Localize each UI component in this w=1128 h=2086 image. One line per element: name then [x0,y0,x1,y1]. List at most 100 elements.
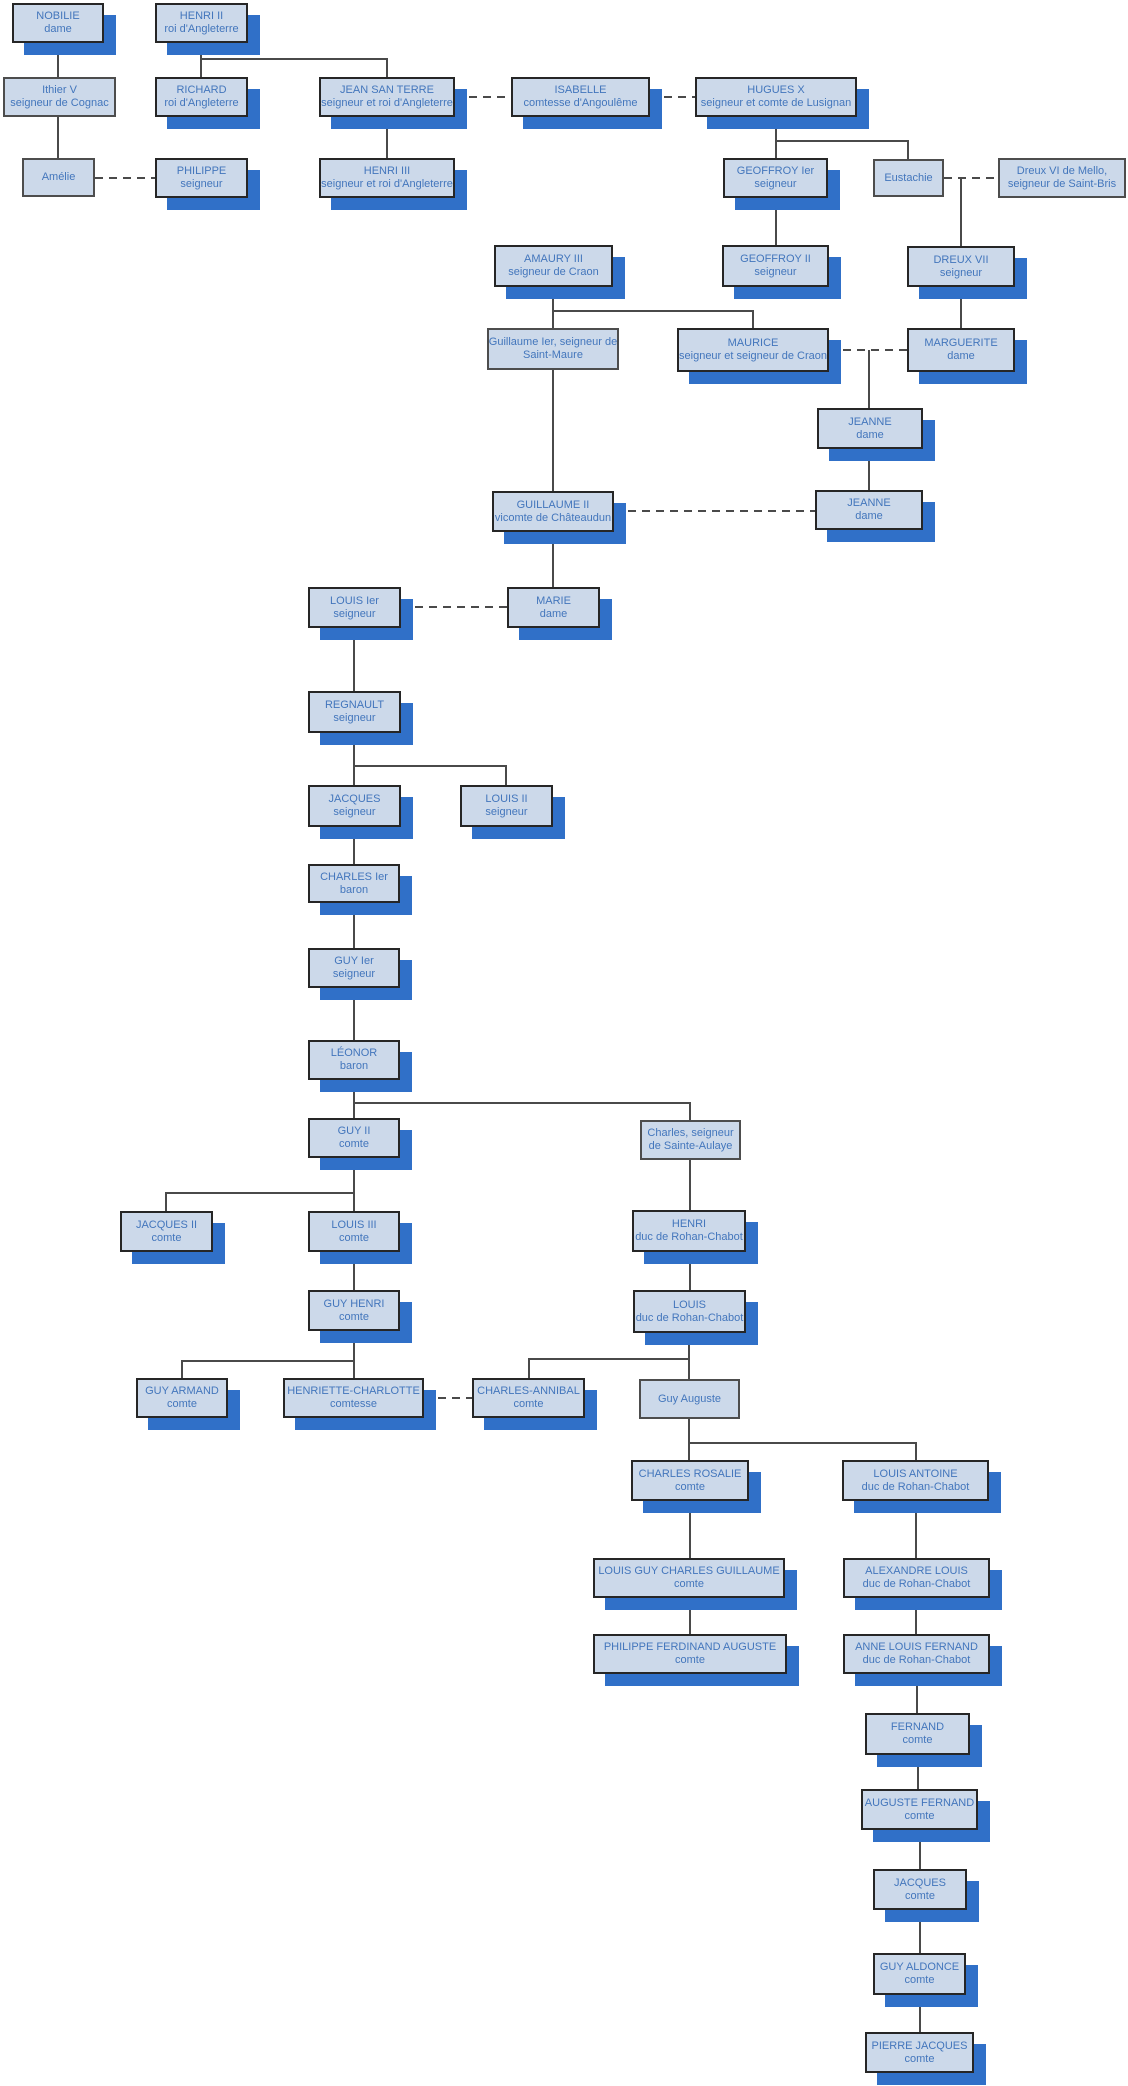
person-title: seigneur [754,178,797,190]
person-name: HENRI II [179,10,224,22]
person-name: MARGUERITE [924,337,998,349]
person-name: GUY ALDONCE [879,1961,960,1973]
person-title: comte [513,1398,544,1410]
person-name: CHARLES Ier [320,870,388,883]
person-title: baron [339,883,369,896]
person-title: seigneur [333,806,376,818]
person-name: HUGUES X [747,84,805,96]
person-title: Saint-Maure [523,349,583,361]
person-name: LOUIS Ier [330,594,379,607]
person-title: dame [855,510,883,522]
person-name: GEOFFROY Ier [736,165,815,177]
person-title: seigneur [180,178,223,190]
person-title: seigneur et seigneur de Craon [679,350,827,362]
person-title: de Sainte-Aulaye [648,1140,733,1152]
person-name: CHARLES-ANNIBAL [477,1385,580,1397]
person-name: HENRI III [363,165,411,177]
person-title: seigneur [754,266,797,278]
person-title: dame [947,350,975,362]
descent-line [201,58,388,77]
person-name: MARIE [536,594,571,607]
person-node-guy-auguste[interactable]: Guy Auguste [639,1379,740,1419]
person-node-dreux-vi[interactable]: Dreux VI de Mello,seigneur de Saint-Bris [998,158,1126,198]
person-node-amelie[interactable]: Amélie [22,158,95,197]
person-title: comte [905,1889,935,1902]
person-title: comte [902,1734,933,1746]
person-title: seigneur de Cognac [10,97,109,109]
person-name: LOUIS ANTOINE [873,1467,958,1480]
person-name: LOUIS [672,1298,706,1311]
person-title: duc de Rohan-Chabot [862,1654,971,1666]
person-name: REGNAULT [324,699,385,711]
descent-line [165,1192,354,1211]
person-title: duc de Rohan-Chabot [861,1480,970,1493]
person-title: comte [339,1138,369,1150]
person-name: GUY ARMAND [145,1385,219,1397]
person-name: LOUIS II [485,793,528,805]
person-name: HENRIETTE-CHARLOTTE [287,1385,420,1397]
person-name: JEANNE [847,497,891,509]
person-title: comte [904,1974,935,1986]
person-name: Guy Auguste [658,1392,721,1405]
person-title: comte [675,1480,705,1493]
descent-line [354,1102,691,1120]
person-name: LOUIS III [331,1218,377,1231]
person-name: LÉONOR [330,1047,378,1059]
person-title: duc de Rohan-Chabot [635,1311,744,1324]
person-name: Charles, seigneur [647,1127,734,1139]
person-title: dame [44,23,72,35]
person-title: seigneur [333,607,376,620]
person-node-eustachie[interactable]: Eustachie [873,159,944,197]
person-name: HENRI [671,1218,707,1230]
person-name: Eustachie [884,171,933,184]
